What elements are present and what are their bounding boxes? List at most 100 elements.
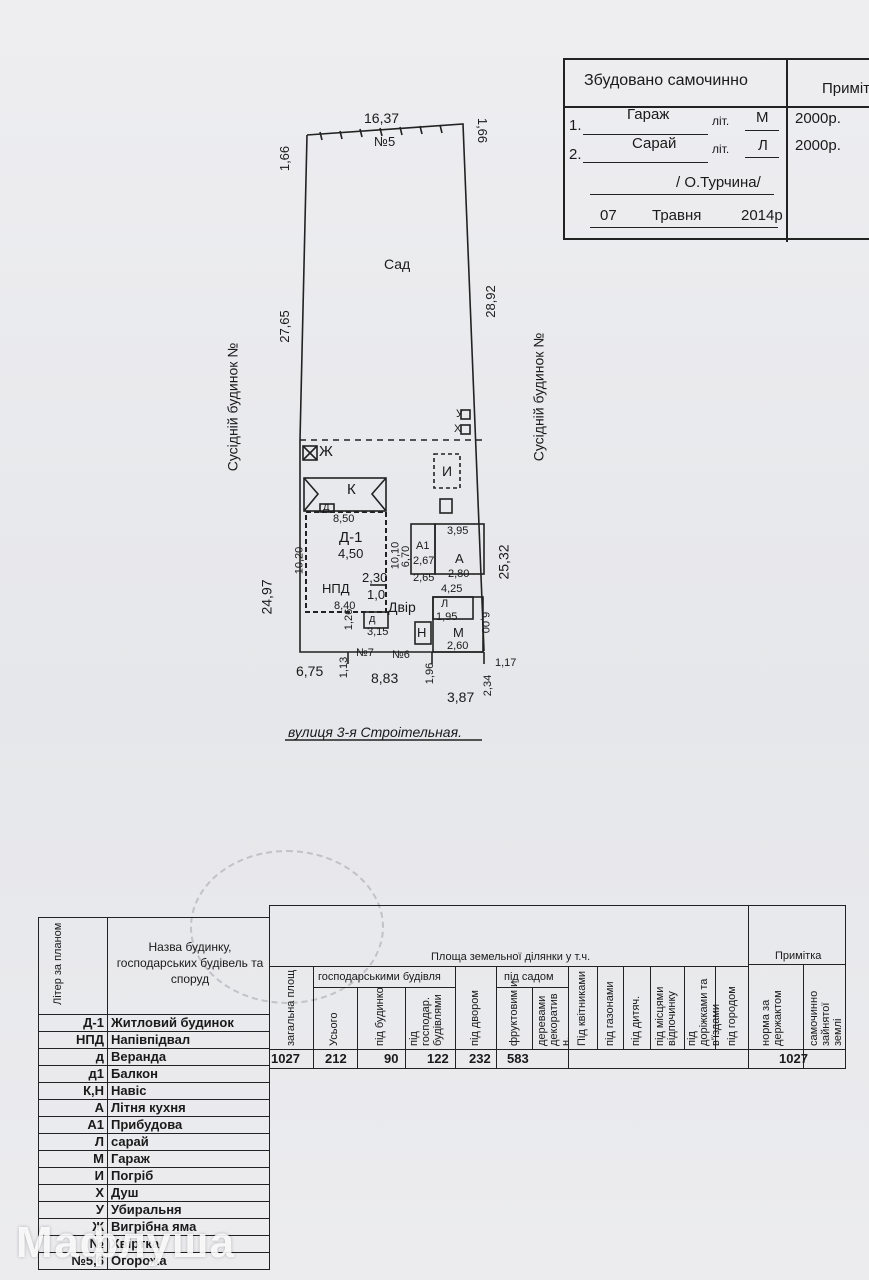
neighbor-left: Сусідній будинок № (224, 342, 241, 472)
gate-label: №7 (356, 647, 374, 659)
m-width: 2,60 (447, 640, 469, 652)
table-row-liter: И (94, 1168, 104, 1183)
house-top-width: 8,50 (333, 513, 355, 525)
table-row-liter: Л (94, 1134, 104, 1149)
value-hosp: 122 (427, 1051, 449, 1066)
value-house: 90 (384, 1051, 399, 1066)
house-veranda-label: д (323, 501, 330, 513)
header-under-hosp: під господар. будівлями (408, 994, 444, 1046)
table-row-liter: д (95, 1049, 104, 1064)
stamp-item-1-lit-label: літ. (712, 114, 730, 128)
m-label: М (453, 625, 464, 640)
dim-bottom-corner: 1,17 (495, 657, 517, 669)
table-row-name: Літня кухня (111, 1100, 186, 1115)
underline (583, 162, 708, 163)
watermark-logo: Мафлуша (16, 1218, 236, 1267)
header-total: загальна площ (285, 969, 297, 1046)
table-row-liter: д1 (88, 1066, 104, 1081)
value-yard: 232 (469, 1051, 491, 1066)
balcony-width: 3,15 (367, 626, 389, 638)
table-row-name: Гараж (111, 1151, 150, 1166)
underline (590, 227, 778, 228)
stamp-header-line (565, 106, 869, 108)
table-row-liter: НПД (76, 1032, 104, 1047)
header-veg: під городом (726, 986, 738, 1046)
header-garden: під садом (504, 971, 554, 983)
table-row-name: Житловий будинок (111, 1015, 234, 1030)
table-row-liter: №5,6 (71, 1253, 104, 1268)
table-row-name: Хвіртка (111, 1236, 160, 1251)
stamp-date-year: 2014р (741, 207, 783, 224)
table-row-liter: Д-1 (83, 1015, 104, 1030)
stamp-date-month: Травня (652, 207, 702, 224)
table-row-name: Прибудова (111, 1117, 183, 1132)
dim-bottom-right-v: 2,34 (482, 674, 495, 697)
header-lawns: під газонами (604, 981, 616, 1046)
value-total: 1027 (271, 1051, 300, 1066)
stamp-note-heading: Примітка (822, 80, 869, 97)
header-yard: під двором (469, 990, 481, 1046)
house-label: Д-1 (339, 529, 363, 546)
header-rest: під місцями відпочинку (654, 986, 678, 1046)
stamp-item-1-num: 1. (569, 117, 582, 134)
stamp-item-1-name: Гараж (627, 106, 670, 123)
faded-seal (190, 850, 384, 1004)
value-usogo: 212 (325, 1051, 347, 1066)
m-height: 6,00 (479, 611, 492, 634)
dim-left-side: 27,65 (276, 310, 292, 343)
table-row-liter: Ж (92, 1219, 104, 1234)
stamp-heading: Збудовано самочинно (584, 72, 748, 89)
header-cell (38, 917, 108, 1015)
header-norm: норма за держактом (760, 990, 784, 1046)
underline (745, 130, 779, 131)
val-cell (568, 1049, 749, 1069)
a1-label: А1 (416, 540, 430, 552)
dim-left-lower: 24,97 (258, 579, 275, 615)
dim-bottom-mid: 8,83 (371, 670, 399, 686)
header-fruit: фруктовим и (508, 980, 520, 1046)
header-note: Примітка (775, 950, 822, 962)
value-garden: 583 (507, 1051, 529, 1066)
val-cell (357, 1049, 406, 1069)
a-bottom: 4,25 (441, 583, 463, 595)
underline (745, 157, 779, 158)
shower-label: Х (454, 423, 462, 435)
header-usogo: Усього (328, 1012, 340, 1047)
val-cell (803, 1049, 846, 1069)
dim-bottom-left-v: 1,13 (338, 656, 351, 679)
table-row-name: Веранда (111, 1049, 167, 1064)
dim-right-lower: 25,32 (495, 544, 512, 580)
table-row-name: сарай (111, 1134, 149, 1149)
header-decor: деревами декоратив н. (536, 993, 572, 1046)
table-row-name: Погріб (111, 1168, 154, 1183)
n-label: Н (417, 625, 427, 640)
dim-bottom-mid-v: 1,96 (424, 662, 437, 685)
canopy-k-label: К (347, 481, 356, 498)
toilet-label: У (456, 408, 463, 420)
stamp-item-2-num: 2. (569, 146, 582, 163)
neighbor-right: Сусідній будинок № (530, 332, 547, 462)
table-row-name-cell (107, 1252, 270, 1270)
l-label: Л (441, 598, 449, 610)
land-area-table: Літер за планом Назва будинку, господарс… (38, 905, 846, 1280)
npd-label: НПД (322, 581, 350, 596)
npd-width: 2,30 (362, 570, 388, 585)
yard-label: Двір (388, 599, 416, 615)
balcony-label: д (369, 613, 376, 625)
table-row-liter: Х (95, 1185, 104, 1200)
fence-label: №6 (392, 649, 410, 661)
balcony-height: 1,26 (343, 608, 356, 631)
header-self: самочинно зайнятої землі (808, 990, 844, 1046)
l-width: 1,95 (436, 611, 458, 623)
stamp-signature: / О.Турчина/ (676, 174, 761, 191)
house-bottom-width: 8,40 (334, 600, 356, 612)
table-row-name: Убиральня (111, 1202, 182, 1217)
dim-right-side: 28,92 (482, 285, 498, 318)
garden-label: Сад (384, 256, 411, 272)
a-width: 2,80 (448, 568, 470, 580)
stamp-date-day: 07 (600, 207, 617, 224)
stamp-item-1-year: 2000р. (795, 110, 841, 127)
header-area: Площа земельної ділянки у т.ч. (431, 951, 591, 963)
stamp-item-1-lit: М (756, 109, 769, 126)
